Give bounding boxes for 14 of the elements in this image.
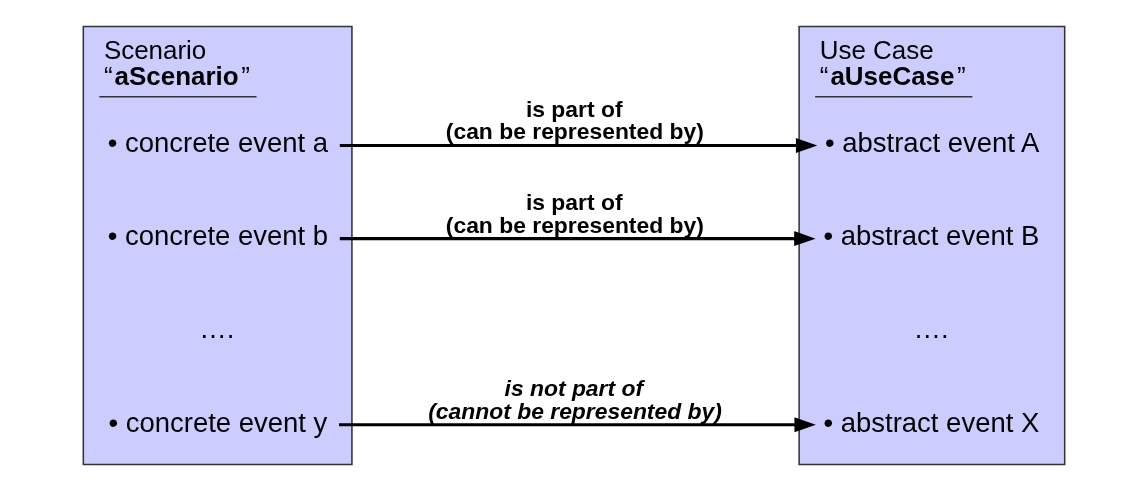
arrow xyxy=(339,417,816,433)
node-text: • concrete event y xyxy=(108,406,328,438)
node-text: • concrete event a xyxy=(107,127,329,159)
edge-label: is part of (can be represented by) xyxy=(445,188,704,238)
label: …. xyxy=(199,313,235,345)
edge-label: is not part of (cannot be represented by) xyxy=(428,374,722,424)
edge-label: is part of (can be represented by) xyxy=(445,95,704,145)
arrow xyxy=(339,138,818,153)
node-text: • concrete event b xyxy=(107,220,329,252)
node-text: • abstract event X xyxy=(823,406,1040,438)
node-text: • abstract event B xyxy=(823,220,1040,252)
arrow xyxy=(339,231,816,247)
label: …. xyxy=(913,313,949,345)
node-text: • abstract event A xyxy=(825,127,1040,159)
